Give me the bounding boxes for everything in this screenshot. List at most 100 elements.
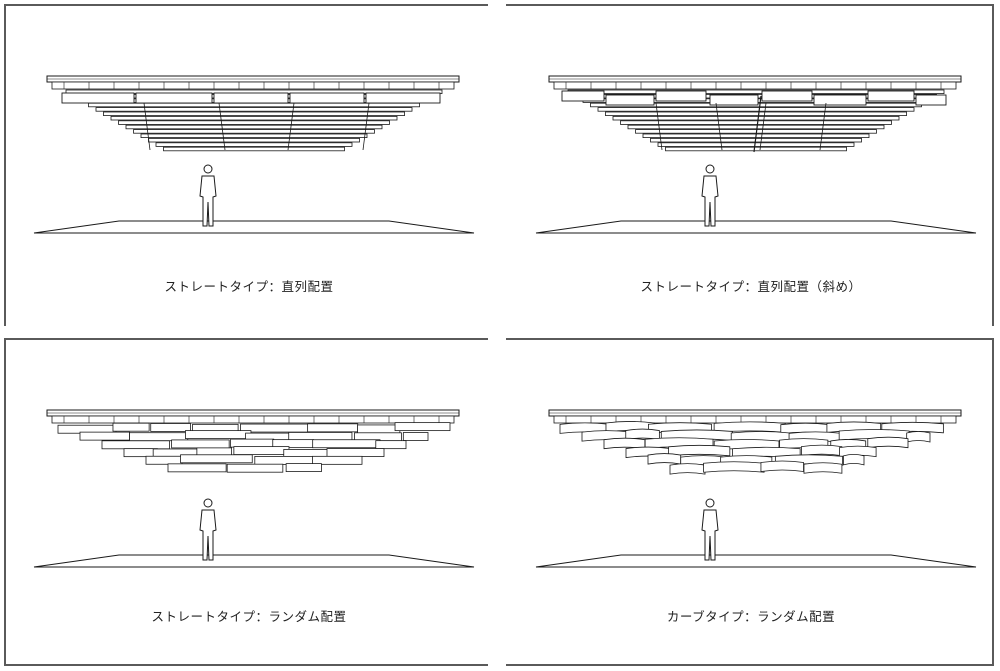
ceiling-panel: [171, 439, 230, 449]
ceiling-panel: [326, 448, 385, 457]
ceiling-panel: [180, 454, 253, 464]
ceiling-panel: [357, 424, 401, 434]
ceiling-panel: [167, 463, 227, 473]
front-panel: [135, 92, 213, 104]
louver-blade: [95, 107, 413, 112]
person-part: [705, 498, 715, 508]
ceiling-panel: [867, 436, 909, 449]
panel-caption: ストレートタイプ：直列配置（斜め）: [640, 279, 862, 294]
louver-blade: [110, 116, 398, 121]
ceiling-panel: [285, 463, 322, 473]
front-panel: [365, 92, 441, 104]
ceiling-panel: [233, 446, 290, 456]
ceiling-panel: [312, 439, 381, 449]
panel-straight-inline: ストレートタイプ：直列配置: [4, 4, 494, 334]
front-panel: [709, 94, 759, 106]
ceiling-panel: [312, 455, 363, 465]
ceiling-panel: [801, 444, 843, 457]
ceiling-panel: [123, 448, 158, 458]
person-part: [199, 509, 217, 561]
louver-blade: [657, 142, 855, 147]
frame-top: [4, 338, 488, 340]
louver-blade: [163, 146, 345, 152]
ceiling-panel: [647, 453, 682, 465]
person-part: [701, 509, 719, 561]
front-panel: [289, 92, 365, 104]
panel-caption: カーブタイプ：ランダム配置: [666, 609, 836, 624]
ceiling-panel: [150, 423, 191, 432]
panel-caption: ストレートタイプ：ランダム配置: [151, 609, 347, 624]
ceiling-panel: [307, 423, 359, 433]
panel-curve-random: カーブタイプ：ランダム配置: [506, 338, 996, 668]
ceiling-drawing: [535, 409, 977, 568]
center-fold: [753, 95, 762, 153]
louver-division: [218, 102, 226, 151]
panel-straight-random: ストレートタイプ：ランダム配置: [4, 338, 494, 668]
ceiling-panel: [394, 422, 451, 432]
ceiling-panel: [843, 453, 865, 466]
person-silhouette: [199, 498, 217, 561]
louver-blade: [133, 129, 375, 134]
ceiling-panel: [375, 440, 407, 450]
louver-blade: [597, 107, 915, 112]
louver-division: [759, 102, 767, 151]
floor-plane: [33, 554, 475, 568]
louver-division: [819, 102, 827, 151]
person-part: [199, 175, 217, 227]
louver-blade: [88, 102, 420, 108]
frame-top: [506, 4, 994, 6]
person-silhouette: [701, 164, 719, 227]
ceiling-panel: [254, 455, 319, 465]
beam-strip: [553, 81, 957, 90]
frame-top: [4, 4, 488, 6]
front-panel: [813, 94, 867, 106]
frame-left: [4, 338, 6, 664]
front-panel: [867, 90, 915, 102]
ceiling-drawing: [535, 75, 977, 234]
louver-division: [143, 102, 151, 151]
front-panel: [561, 90, 605, 102]
ceiling-panel: [668, 444, 731, 457]
louver-blade: [148, 137, 360, 143]
frame-right: [992, 4, 994, 326]
louver-blade: [627, 124, 885, 130]
panel-straight-inline-diagonal: ストレートタイプ：直列配置（斜め）: [506, 4, 996, 334]
ceiling-panel: [112, 422, 150, 432]
louver-blade: [605, 111, 907, 116]
louver-blade: [612, 116, 900, 121]
front-panel: [61, 92, 135, 104]
ceiling-drawing: [33, 409, 475, 568]
louver-division: [362, 102, 370, 151]
louver-blade: [125, 124, 383, 130]
louver-blade: [155, 142, 353, 147]
ceiling-panel: [101, 440, 170, 450]
panel-caption: ストレートタイプ：直列配置: [164, 279, 334, 294]
person-silhouette: [701, 498, 719, 561]
person-part: [203, 164, 213, 174]
ceiling-drawing: [33, 75, 475, 234]
floor-plane: [535, 554, 977, 568]
front-panel: [655, 90, 707, 102]
ceiling-panel: [79, 431, 131, 441]
person-silhouette: [199, 164, 217, 227]
louver-blade: [140, 133, 368, 138]
louver-division: [715, 102, 723, 151]
ceiling-panel: [145, 455, 183, 465]
floor-plane: [33, 220, 475, 234]
beam-strip: [51, 415, 455, 424]
ceiling-panel: [226, 463, 284, 473]
floor-plane: [535, 220, 977, 234]
person-part: [701, 175, 719, 227]
front-panel: [213, 92, 289, 104]
frame-left: [4, 4, 6, 326]
front-panel: [605, 94, 655, 106]
ceiling-panel: [288, 432, 353, 441]
ceiling-panel: [185, 430, 252, 440]
ceiling-panel: [703, 461, 765, 473]
person-part: [203, 498, 213, 508]
louver-blade: [118, 120, 390, 125]
louver-division: [287, 102, 295, 151]
louver-blade: [665, 146, 847, 152]
frame-bottom: [4, 664, 488, 666]
ceiling-panel: [803, 462, 843, 474]
